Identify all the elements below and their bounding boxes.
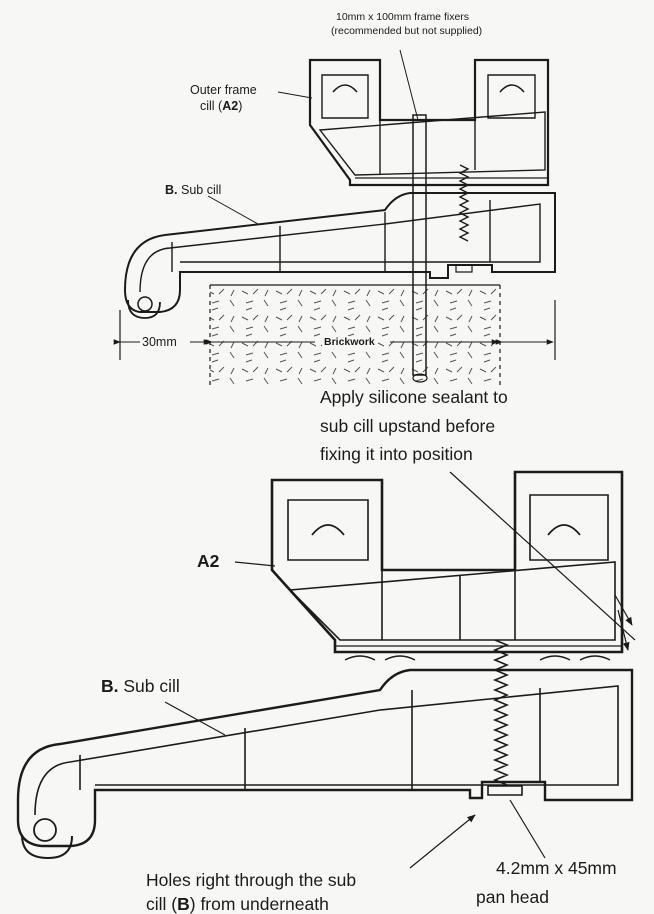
top-outer-frame-profile	[308, 58, 550, 187]
silicone-note-line1: Apply silicone sealant to	[320, 387, 508, 407]
top-frame-fixer	[412, 114, 427, 376]
screw-spec-line2: pan head	[476, 887, 549, 907]
bottom-a2-label: A2	[197, 551, 220, 571]
bottom-section-drawing	[16, 470, 636, 869]
frame-fixer-label-line2: (recommended but not supplied)	[331, 25, 483, 37]
top-section-drawing	[113, 49, 556, 385]
bottom-screw-head	[487, 785, 523, 796]
brickwork-label: Brickwork	[322, 336, 377, 349]
frame-fixer-label-line1: 10mm x 100mm frame fixers	[336, 11, 470, 23]
outer-frame-label-line1: Outer frame	[190, 83, 257, 97]
holes-note-line2: cill (B) from underneath	[146, 894, 329, 914]
dimension-30mm-label: 30mm	[142, 335, 177, 349]
top-screw	[458, 164, 470, 242]
bottom-outer-frame-profile	[270, 470, 624, 654]
outer-frame-label-line2: cill (A2)	[200, 99, 243, 113]
bottom-sub-cill-label: B. Sub cill	[101, 676, 180, 696]
bottom-sub-cill-profile	[16, 668, 634, 848]
bottom-screw	[492, 639, 510, 786]
holes-note-line1: Holes right through the sub	[146, 870, 357, 890]
screw-spec-line1: 4.2mm x 45mm	[496, 858, 617, 878]
top-sub-cill-profile	[123, 192, 556, 313]
brickwork-block	[210, 285, 500, 385]
silicone-note-line2: sub cill upstand before	[320, 416, 496, 436]
top-sub-cill-label: B. Sub cill	[165, 183, 222, 197]
silicone-note-line3: fixing it into position	[320, 444, 473, 464]
